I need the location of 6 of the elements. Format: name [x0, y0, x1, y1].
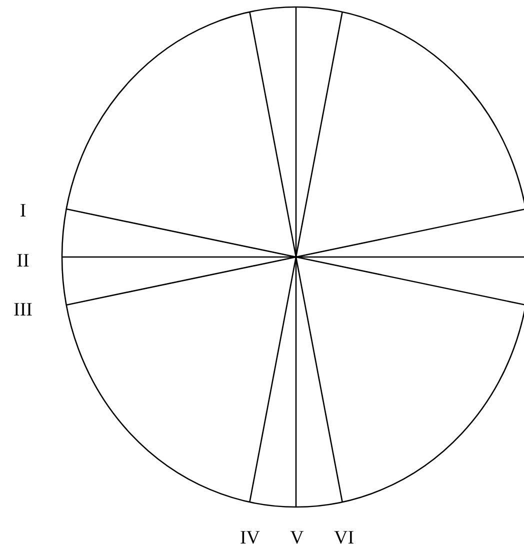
roman-numeral-label: II [16, 252, 30, 270]
roman-numeral-label: I [20, 202, 26, 220]
roman-numeral-label: III [14, 300, 32, 320]
roman-numeral-label: V [290, 528, 304, 548]
roman-numeral-label: IV [240, 528, 260, 548]
roman-numeral-label: VI [334, 528, 354, 548]
